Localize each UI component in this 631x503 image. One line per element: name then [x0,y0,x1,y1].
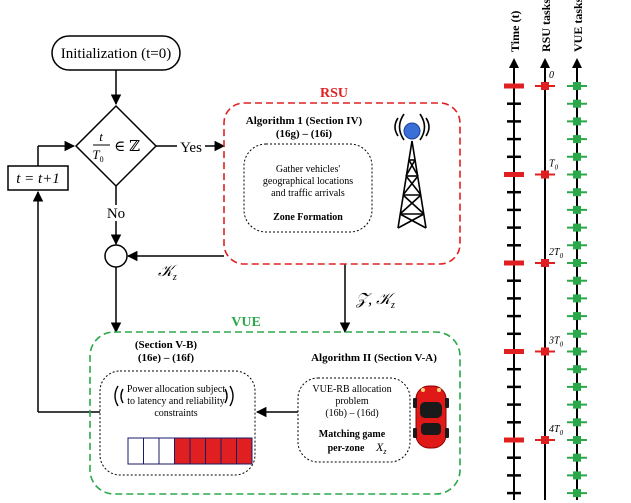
power-line-1: Power allocation subject [127,384,226,395]
rsu-inner-line-2: geographical locations [263,176,353,187]
vue-task-marker [573,99,581,108]
vue-task-marker [573,382,581,391]
rsu-task-marker [541,436,549,444]
time-interval-mark [504,349,524,354]
buffer-cell-filled [220,437,237,465]
buffer-cell-filled [236,437,253,465]
init-label: Initialization (t=0) [61,46,172,62]
timeline-axis-label: RSU tasks [539,0,553,52]
rb-inner-box [297,377,411,463]
vue-task-marker [573,365,581,374]
vue-section-eqs: (16e) – (16f) [138,352,195,364]
tower-antenna [403,122,421,140]
rsu-task-marker [541,170,549,179]
rsu-inner-line-3: and traffic arrivals [271,188,345,199]
vue-task-marker [573,453,581,462]
vue-task-marker [573,400,581,409]
vue-task-marker [573,294,581,303]
rsu-task-label: T0 [549,159,559,172]
vue-task-marker [573,418,581,427]
vue-algo2-title: Algorithm II (Section V-A) [311,352,437,364]
timeline-arrowhead [540,58,550,68]
rsu-task-label: 0 [549,70,554,81]
rsu-algo-eqs: (16g) – (16i) [276,128,333,140]
vue-task-marker [573,259,581,267]
rsu-box [223,102,461,265]
vue-task-marker [573,117,581,126]
vue-task-marker [573,276,581,285]
vue-task-marker [573,82,581,90]
rsu-task-label: 3T0 [548,336,564,349]
timeline: Time (t) RSU tasks VUE tasks 0T0 2T0 3T0 4T0 [504,0,587,500]
vue-task-marker [573,241,581,250]
rb-line-3: (16b) – (16d) [325,408,378,419]
rb-line-1: VUE-RB allocation [312,384,391,395]
power-line-2: to latency and reliability [127,396,224,407]
vue-box [89,331,461,495]
rsu-task-label: 2T0 [549,247,564,260]
vue-task-marker [573,436,581,444]
time-interval-mark [504,172,524,177]
vue-task-marker [573,329,581,338]
rsu-algo-title: Algorithm 1 (Section IV) [246,115,363,127]
buffer-cell-filled [174,437,191,465]
vue-task-marker [573,152,581,161]
update-label: t = t+1 [16,171,60,187]
timeline-axis-label: VUE tasks [571,0,585,52]
vue-task-marker [573,489,581,498]
vue-task-marker [573,347,581,356]
matching-symbol: Xz [375,440,387,456]
power-inner-box [99,370,256,476]
time-interval-mark [504,260,524,266]
signal-waves-icon [114,385,234,407]
vue-section-title: (Section V-B) [135,339,198,351]
yes-label-front: Yes [180,140,202,156]
timeline-arrowhead [572,58,582,68]
buffer-cell-filled [205,437,222,465]
car-icon [413,385,449,449]
rsu-inner-line-1: Gather vehicles' [276,164,340,175]
vue-task-marker [573,170,581,179]
matching-line-1: Matching game [319,429,386,440]
rsu-inner-box [243,143,373,233]
buffer-queue [127,437,253,465]
buffer-cell-empty [127,437,144,465]
vue-task-marker [573,188,581,197]
matching-line-2: per-zone [328,443,365,454]
zk-label: 𝒵, 𝒦z [355,291,396,311]
vue-task-marker [573,205,581,214]
vue-task-marker [573,135,581,144]
decision-numerator: t [99,129,103,144]
kz-label: 𝒦z [158,263,178,283]
vue-task-marker [573,223,581,232]
time-interval-mark [504,83,524,89]
rsu-inner-bold: Zone Formation [273,212,343,223]
buffer-cell-empty [143,437,160,465]
rsu-task-marker [541,82,549,90]
power-line-3: constraints [154,408,197,419]
timeline-axis-label: Time (t) [508,11,522,52]
decision-symbol: ∈ ℤ [114,139,140,155]
timeline-arrowhead [509,58,519,68]
rsu-task-label: 4T0 [549,424,564,437]
rb-line-2: problem [335,396,369,407]
buffer-cell-empty [158,437,175,465]
vue-task-marker [573,471,581,480]
tower-icon [394,113,430,229]
rsu-title: RSU [320,86,348,101]
time-interval-mark [504,437,524,443]
decision-denominator: T0 [92,147,103,164]
buffer-cell-filled [189,437,206,465]
rsu-task-marker [541,259,549,267]
rsu-task-marker [541,347,549,356]
junction-circle [104,244,128,268]
no-label: No [107,206,125,222]
vue-title: VUE [231,315,261,330]
vue-task-marker [573,312,581,321]
